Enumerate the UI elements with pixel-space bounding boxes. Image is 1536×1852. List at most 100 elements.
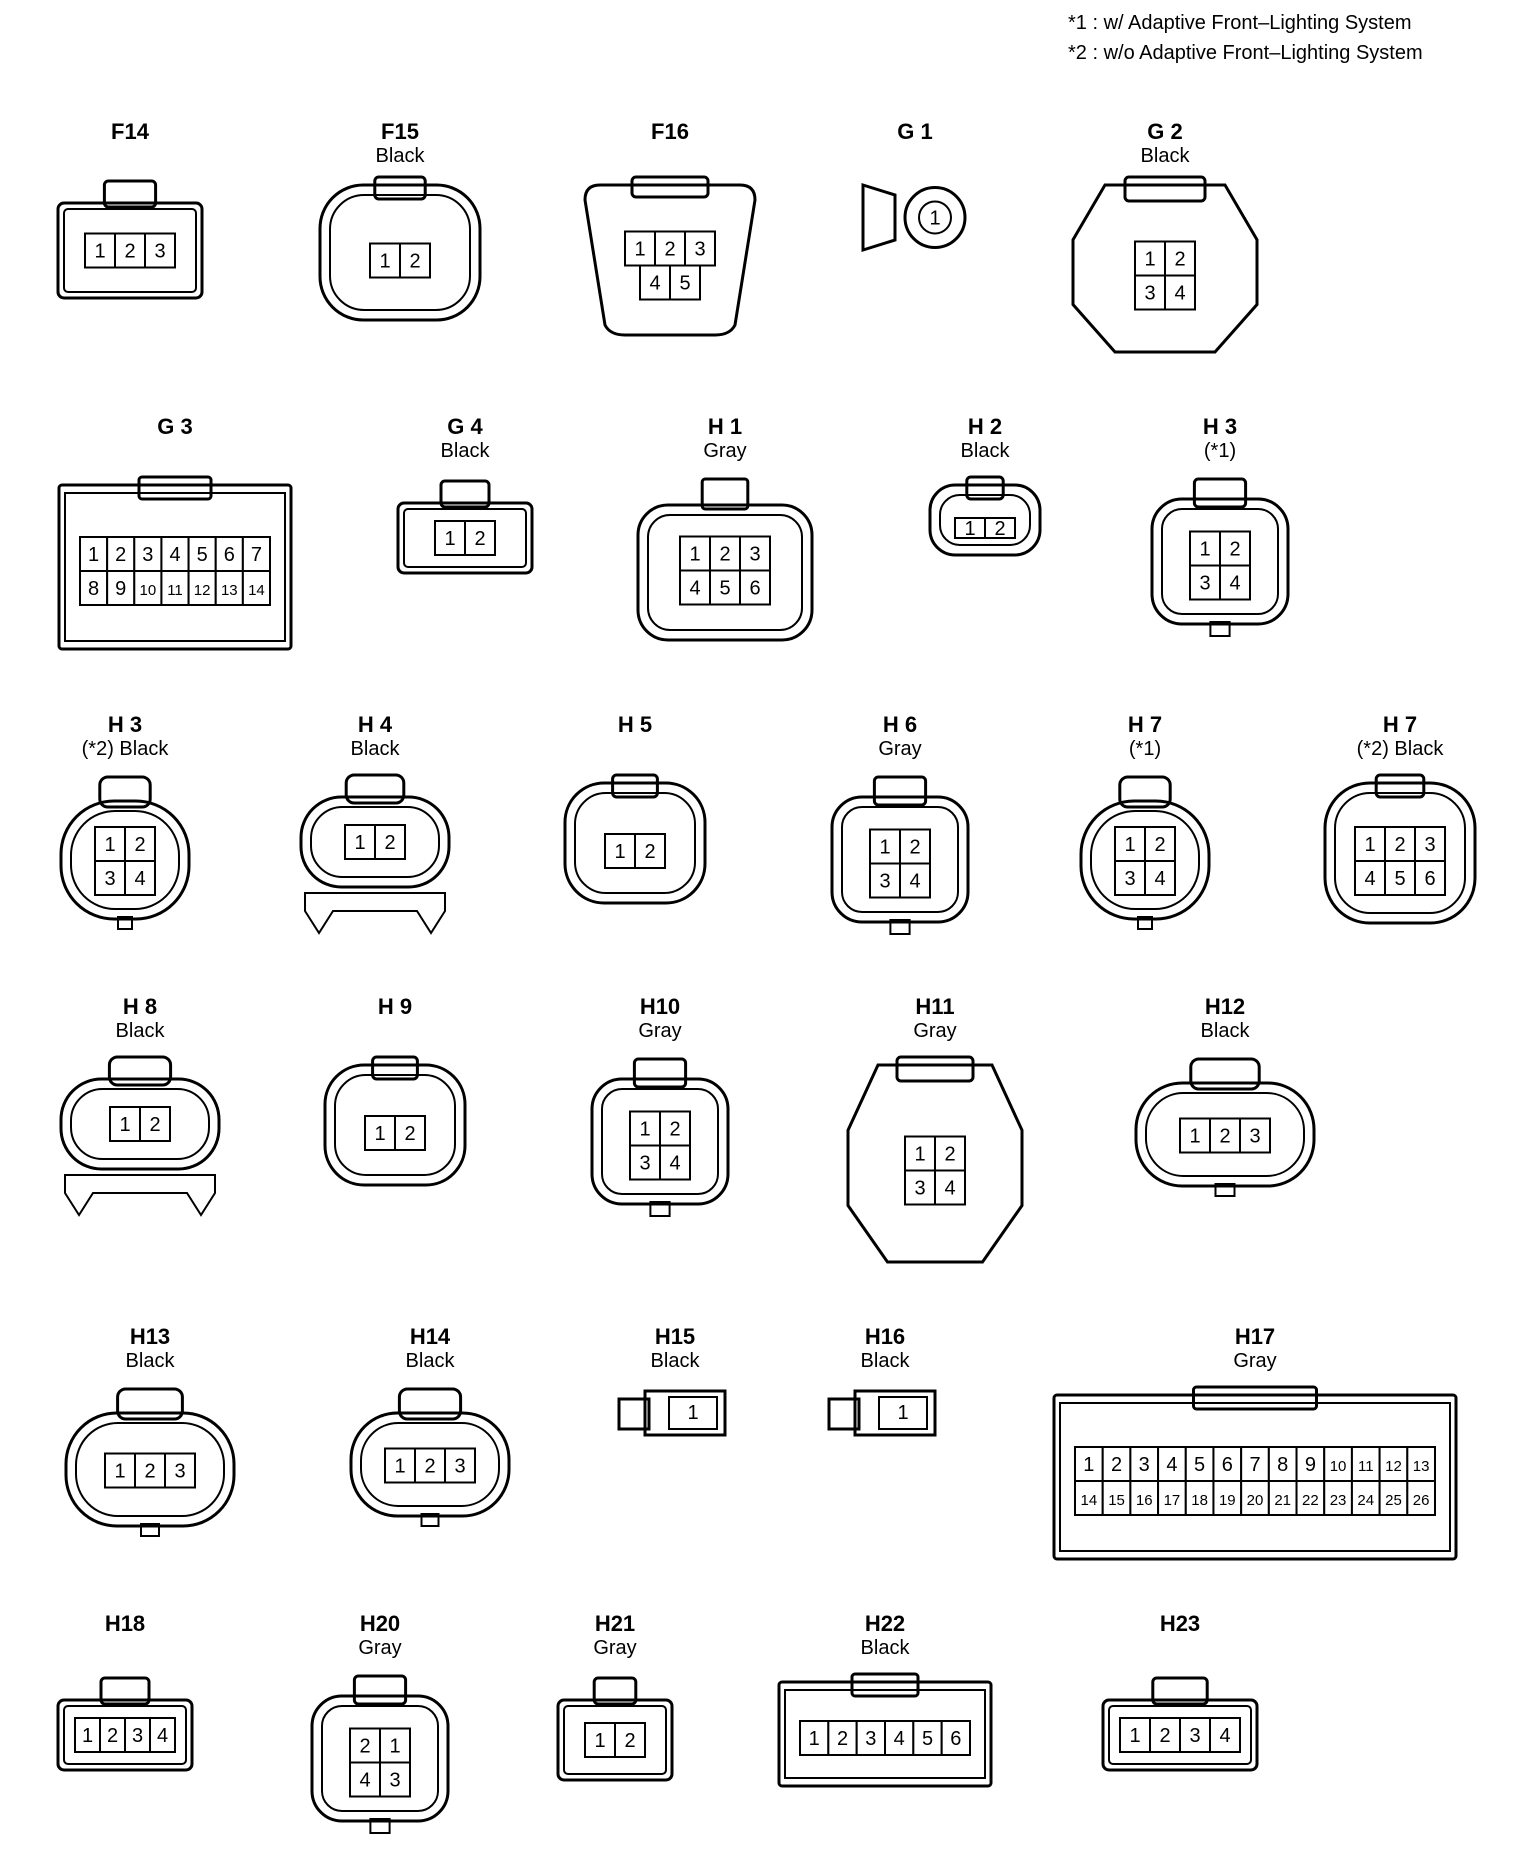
pin-label: 3 [1124, 868, 1135, 890]
housing-outline [827, 1397, 861, 1431]
connector-code: H 5 [617, 712, 653, 737]
connector-header: G 3 [55, 415, 295, 439]
pin-label: 6 [1222, 1454, 1233, 1476]
pin-label: 4 [1229, 573, 1240, 595]
latch-tab [1192, 477, 1248, 509]
pin-label: 14 [248, 582, 265, 599]
pin-label: 1 [82, 1725, 93, 1747]
latch-tab [611, 773, 659, 799]
housing-outline [59, 1077, 221, 1171]
pin-cell [1219, 564, 1251, 601]
pin-cell [659, 1144, 691, 1181]
housing-outline [349, 1411, 511, 1518]
bottom-key [420, 1513, 440, 1527]
pin-cell [124, 826, 156, 862]
pin-cell [1179, 1117, 1211, 1154]
connector-color: (*2) Black [81, 738, 169, 760]
pin-label: 7 [251, 544, 262, 566]
pin-cell [414, 1447, 446, 1484]
housing-outline [56, 1698, 194, 1772]
connector-code: G 4 [447, 414, 483, 439]
housing-outline [64, 1411, 236, 1528]
pin-label: 2 [1394, 834, 1405, 856]
connector-color: Gray [703, 440, 747, 462]
pin-cell [1295, 1446, 1326, 1482]
pin-label: 11 [1358, 1458, 1374, 1475]
pin-label: 19 [1219, 1492, 1236, 1509]
latch-tab [592, 1676, 638, 1706]
connector-code: H23 [1159, 1611, 1201, 1636]
pin-cell [374, 824, 406, 860]
pin-label: 2 [1111, 1454, 1122, 1476]
housing-inner-outline [1090, 810, 1200, 910]
connector-drawing: 1 [827, 1389, 937, 1437]
connector-code: H 6 [882, 712, 918, 737]
pin-cell [139, 1106, 171, 1142]
pin-cell [384, 1447, 416, 1484]
connector-code: H17 [1234, 1324, 1276, 1349]
pin-cell [379, 1761, 411, 1798]
connector-color: Black [375, 145, 425, 167]
pin-label: 21 [1274, 1492, 1291, 1509]
connector-color: Gray [878, 738, 922, 760]
bottom-key [1137, 916, 1153, 930]
pin-cell [399, 242, 431, 279]
connector-code: H 8 [122, 994, 158, 1019]
latch-tab [352, 1674, 408, 1706]
pin-label: 8 [88, 578, 99, 600]
connector-color: (*1) [1203, 440, 1237, 462]
pin-label: 6 [950, 1728, 961, 1750]
pin-label: 1 [879, 837, 890, 859]
pin-label: 2 [669, 1119, 680, 1141]
pin-label: 10 [140, 582, 157, 599]
housing-outline [299, 795, 451, 889]
pin-label: 3 [639, 1153, 650, 1175]
connector-header: H 3(*2) Black [55, 713, 195, 761]
pin-label: 1 [94, 241, 105, 263]
pin-label: 1 [594, 1730, 605, 1752]
housing-outline [846, 1063, 1024, 1264]
pin-cell [114, 232, 146, 269]
housing-inner-outline [321, 1705, 439, 1812]
pin-label: 2 [124, 241, 135, 263]
bottom-key [117, 916, 133, 930]
pin-label: 3 [1139, 1454, 1150, 1476]
housing-outline [1101, 1698, 1259, 1772]
pin-cell [444, 1447, 476, 1484]
pin-label: 3 [1144, 283, 1155, 305]
pin-cell [349, 1761, 381, 1798]
pin-cell [1414, 860, 1446, 896]
latch-tab [850, 1672, 920, 1698]
connector-color: Black [860, 1350, 910, 1372]
pin-label: 2 [994, 518, 1005, 540]
pin-label: 1 [1083, 1454, 1094, 1476]
pin-label: 4 [359, 1770, 370, 1792]
pin-label: 3 [142, 544, 153, 566]
latch-tab [98, 775, 152, 809]
pin-label: 3 [1189, 1725, 1200, 1747]
housing-outline [777, 1680, 993, 1788]
bottom-key [1209, 621, 1231, 637]
latch-tab [107, 1055, 173, 1087]
housing-outline [563, 781, 707, 905]
pin-cell [1189, 530, 1221, 567]
pin-cell [899, 828, 931, 865]
pin-label: 1 [389, 1736, 400, 1758]
connector-header: H 9 [315, 995, 475, 1019]
housing-inner-outline [1161, 508, 1279, 615]
housing-outline [1150, 497, 1290, 626]
